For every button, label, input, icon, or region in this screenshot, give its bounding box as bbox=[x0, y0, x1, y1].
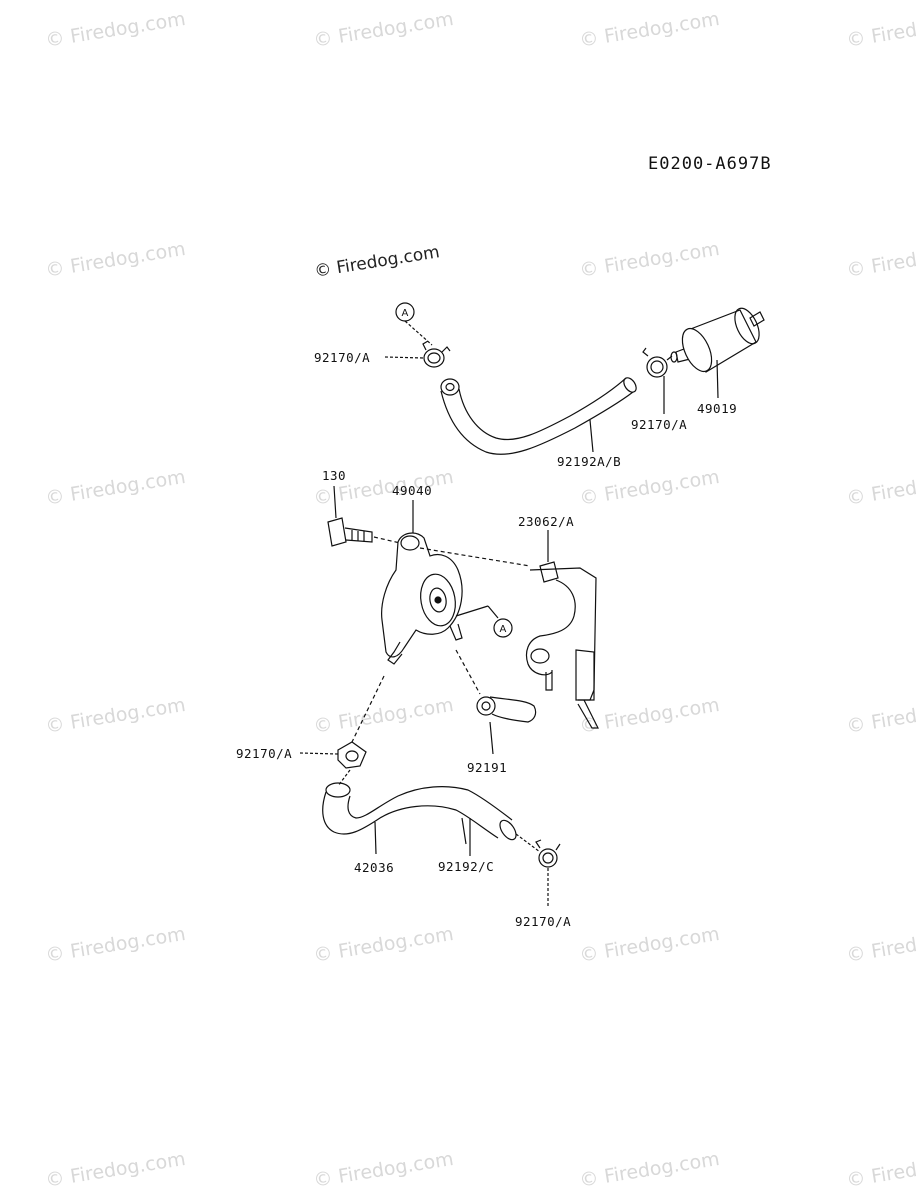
fuel-pump bbox=[381, 500, 531, 665]
diagram-code: E0200-A697B bbox=[648, 154, 772, 174]
part-label-clamp-bottom: 92170/A bbox=[515, 914, 572, 929]
hose-clamp-bottom bbox=[515, 833, 561, 906]
bolt bbox=[327, 485, 401, 547]
part-label-fuel-pump: 49040 bbox=[392, 483, 433, 498]
part-label-bolt: 130 bbox=[322, 468, 347, 483]
hose-clamp-top-right bbox=[642, 347, 673, 414]
part-label-hose-short: 92191 bbox=[467, 760, 508, 775]
fuel-hose-short bbox=[455, 649, 537, 755]
fuel-hose-bottom bbox=[322, 769, 517, 856]
part-label-clamp-top-right: 92170/A bbox=[631, 417, 688, 432]
fuel-hose-top bbox=[440, 377, 637, 455]
part-label-hose-top: 92192A/B bbox=[557, 454, 622, 469]
part-label-clamp-top-left: 92170/A bbox=[314, 350, 371, 365]
part-label-clamp-middle: 92170/A bbox=[236, 746, 293, 761]
hose-clamp-middle bbox=[299, 675, 385, 769]
part-label-hose-bottom-right: 92192/C bbox=[438, 859, 495, 874]
pump-bracket bbox=[525, 530, 599, 729]
callout-a-top: A bbox=[395, 302, 433, 346]
part-label-hose-bottom-left: 42036 bbox=[354, 860, 395, 875]
part-label-fuel-filter: 49019 bbox=[697, 401, 738, 416]
fuel-filter bbox=[670, 307, 765, 399]
callout-letter: A bbox=[500, 624, 507, 635]
hose-clamp-top-left bbox=[384, 340, 451, 368]
part-label-bracket: 23062/A bbox=[518, 514, 575, 529]
callout-a-middle: A bbox=[455, 605, 513, 638]
callout-letter: A bbox=[402, 308, 409, 319]
